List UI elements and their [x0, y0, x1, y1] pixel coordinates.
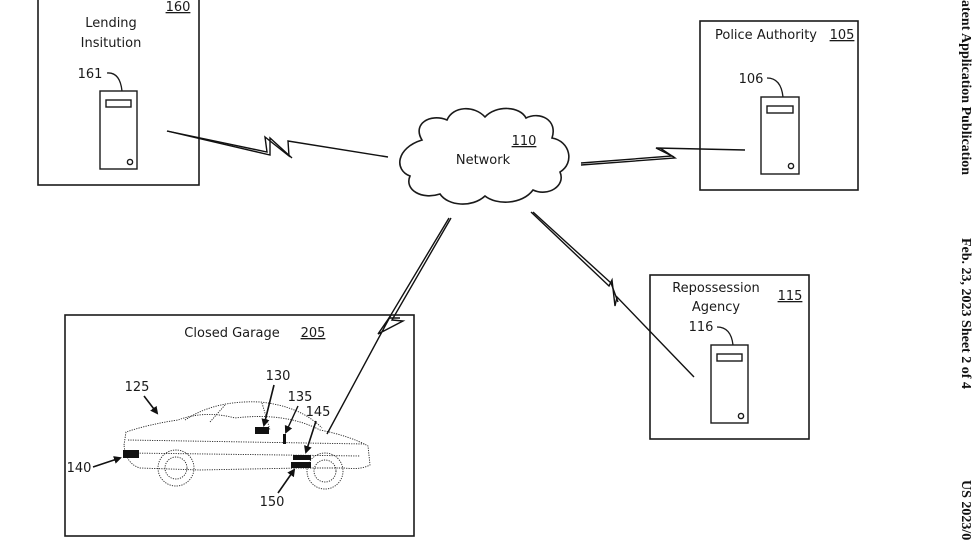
repo-ref-number: 115 — [778, 289, 803, 304]
repossession-agency-node: Repossession Agency 115 116 — [649, 274, 810, 440]
component-150-ref: 150 — [260, 495, 285, 510]
component-135-ref: 135 — [288, 390, 313, 405]
network-node: 110 Network — [399, 107, 570, 205]
lending-institution-box — [37, 0, 200, 186]
police-authority-box — [699, 20, 859, 191]
police-authority-node: Police Authority 105 106 — [699, 20, 859, 191]
lending-server-leader — [106, 72, 123, 92]
vehicle-arrow — [143, 395, 159, 415]
link-network-garage — [326, 217, 452, 435]
lending-institution-node: Lending Insitution 160 161 — [37, 0, 200, 186]
network-title: Network — [456, 153, 511, 168]
date-sheet-label: Feb. 23, 2023 Sheet 2 of 4 — [958, 238, 973, 389]
component-150-arrow — [277, 468, 296, 494]
police-server-ref: 106 — [739, 72, 764, 87]
closed-garage-box — [64, 314, 415, 537]
lending-ref-number: 160 — [166, 0, 191, 15]
repossession-agency-box — [649, 274, 810, 440]
link-network-repo — [530, 211, 695, 378]
police-title: Police Authority — [715, 28, 817, 43]
network-cloud-icon — [399, 107, 570, 205]
component-150 — [291, 462, 311, 468]
component-140-arrow — [92, 456, 122, 468]
server-icon — [760, 96, 800, 175]
repo-server-leader — [716, 326, 734, 346]
repo-server-ref: 116 — [689, 320, 714, 335]
component-140-ref: 140 — [67, 461, 92, 476]
wireless-bolt-icon — [580, 147, 746, 164]
wireless-bolt-icon — [166, 130, 389, 158]
component-130-ref: 130 — [266, 369, 291, 384]
wireless-bolt-icon — [326, 217, 452, 435]
patent-header: atent Application Publication Feb. 23, 2… — [958, 0, 973, 540]
repo-title-line1: Repossession — [672, 281, 760, 296]
component-135-arrow — [284, 405, 299, 434]
server-icon — [710, 344, 749, 424]
patent-number-label: US 2023/0 — [958, 480, 973, 540]
component-135 — [283, 434, 286, 444]
component-140 — [123, 450, 139, 458]
component-145-ref: 145 — [306, 405, 331, 420]
repo-title-line2: Agency — [692, 300, 741, 315]
network-ref-number: 110 — [512, 134, 537, 149]
server-icon — [99, 90, 138, 170]
lending-title-line2: Insitution — [81, 36, 142, 51]
component-145-arrow — [304, 420, 317, 454]
link-lending-network — [166, 130, 389, 159]
closed-garage-node: Closed Garage 205 125 130 135 140 14 — [64, 314, 415, 537]
police-server-leader — [766, 77, 784, 98]
component-130 — [255, 427, 269, 434]
vehicle-drawing — [123, 401, 371, 490]
garage-ref-number: 205 — [301, 326, 326, 341]
wireless-bolt-icon — [530, 211, 695, 378]
publication-label: atent Application Publication — [958, 0, 973, 175]
component-130-arrow — [261, 384, 275, 427]
garage-title: Closed Garage — [184, 326, 279, 341]
lending-title-line1: Lending — [85, 16, 137, 31]
component-145 — [293, 455, 311, 460]
link-network-police — [580, 147, 746, 166]
police-ref-number: 105 — [830, 28, 855, 43]
vehicle-ref: 125 — [125, 380, 150, 395]
lending-server-ref: 161 — [78, 67, 103, 82]
